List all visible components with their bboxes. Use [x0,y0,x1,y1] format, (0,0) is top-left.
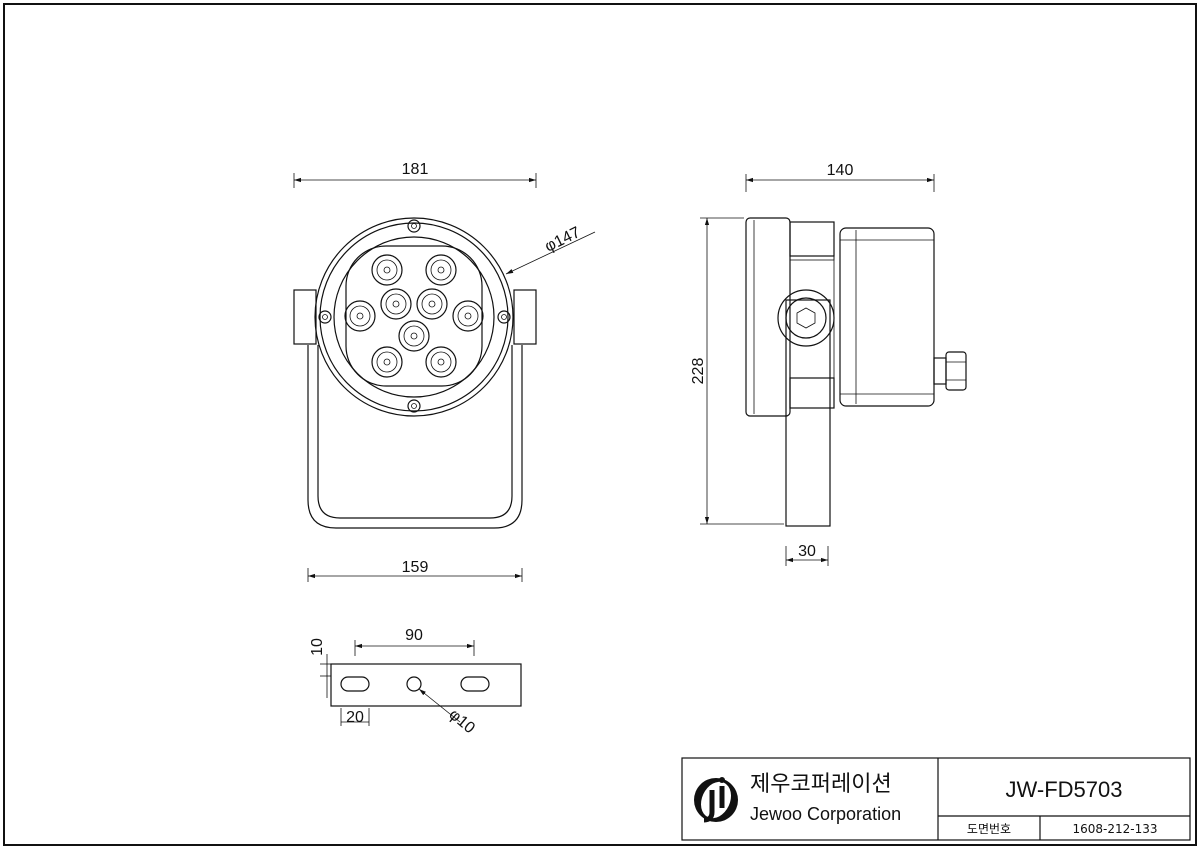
bracket-view: 90 10 20 φ10 [309,627,522,737]
hex-bolt-icon [796,307,816,329]
company-name-korean: 제우코퍼레이션 [750,772,892,797]
title-block: 제우코퍼레이션 Jewoo Corporation JW-FD5703 도면번호… [681,757,1191,841]
led-array [344,254,484,378]
model-number: JW-FD5703 [1006,777,1123,802]
dim-bracket-thickness: 10 [309,638,326,656]
drawing-number-label: 도면번호 [967,822,1011,836]
dim-bracket-hole-spacing: 90 [405,627,423,644]
dim-front-width-top: 181 [402,161,429,178]
dim-bracket-edge: 20 [346,709,364,726]
side-view: 140 228 30 [690,162,967,566]
dim-front-diameter: φ147 [542,224,583,256]
drawing-number: 1608-212-133 [1072,822,1157,836]
front-view: 181 φ147 159 [293,161,596,582]
dim-side-height: 228 [690,358,707,385]
dim-side-depth: 140 [827,162,854,179]
dim-bracket-hole-diameter: φ10 [445,706,478,737]
company-logo-icon [694,777,738,823]
dim-front-width-bottom: 159 [402,559,429,576]
company-name-english: Jewoo Corporation [750,804,901,824]
sheet-border [3,3,1197,846]
dim-side-bracket: 30 [798,543,816,560]
screw-icon [318,219,511,413]
